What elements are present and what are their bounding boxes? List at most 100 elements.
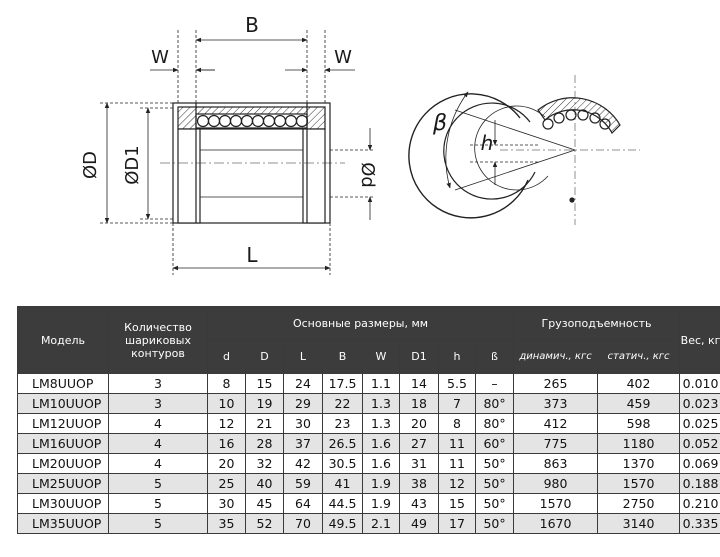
table-cell: 43 <box>399 493 439 514</box>
table-cell: 42 <box>283 453 323 474</box>
header-D: D <box>245 339 284 374</box>
table-cell: 60° <box>474 433 515 454</box>
label-B: B <box>245 13 259 37</box>
table-cell: 38 <box>399 473 439 494</box>
table-cell: 11 <box>438 453 476 474</box>
header-beta: ß <box>474 339 515 374</box>
cell-model: LM16UUOP <box>17 433 109 454</box>
label-W-left: W <box>151 47 169 68</box>
header-D1: D1 <box>399 339 439 374</box>
table-cell: 28 <box>245 433 284 454</box>
table-cell: 5 <box>108 513 208 534</box>
header-h: h <box>438 339 476 374</box>
header-W: W <box>362 339 400 374</box>
table-cell: 15 <box>245 373 284 394</box>
table-cell: 1.1 <box>362 373 400 394</box>
table-cell: 598 <box>597 413 681 434</box>
cell-model: LM30UUOP <box>17 493 109 514</box>
table-cell: 30 <box>207 493 246 514</box>
table-cell: 64 <box>283 493 323 514</box>
label-L: L <box>246 243 258 267</box>
end-view <box>408 75 640 225</box>
header-weight: Вес, кг <box>679 306 720 374</box>
table-cell: 40 <box>245 473 284 494</box>
table-cell: 14 <box>399 373 439 394</box>
table-cell: 44.5 <box>322 493 363 514</box>
header-dynamic: динамич., кгс <box>513 339 599 374</box>
table-cell: 3 <box>108 373 208 394</box>
table-cell: 4 <box>108 453 208 474</box>
table-cell: 10 <box>207 393 246 414</box>
table-cell: 23 <box>322 413 363 434</box>
table-cell: 1670 <box>513 513 599 534</box>
table-cell: 17.5 <box>322 373 363 394</box>
table-cell: 1.9 <box>362 493 400 514</box>
table-cell: 1570 <box>513 493 599 514</box>
table-cell: 5 <box>108 473 208 494</box>
table-cell: 0.023 <box>679 393 720 414</box>
table-cell: 775 <box>513 433 599 454</box>
header-dimensions: Основные размеры, мм <box>206 306 515 340</box>
table-cell: 19 <box>245 393 284 414</box>
table-cell: 0.335 <box>679 513 720 534</box>
header-d: d <box>207 339 246 374</box>
cell-model: LM35UUOP <box>17 513 109 534</box>
cell-model: LM8UUOP <box>17 373 109 394</box>
table-cell: 21 <box>245 413 284 434</box>
table-cell: 11 <box>438 433 476 454</box>
table-cell: 32 <box>245 453 284 474</box>
table-cell: 373 <box>513 393 599 414</box>
table-cell: 1180 <box>597 433 681 454</box>
table-cell: 1.3 <box>362 393 400 414</box>
table-cell: 35 <box>207 513 246 534</box>
table-cell: 3140 <box>597 513 681 534</box>
table-cell: 50° <box>474 493 515 514</box>
table-cell: 412 <box>513 413 599 434</box>
table-cell: 80° <box>474 393 515 414</box>
table-cell: 1570 <box>597 473 681 494</box>
side-view <box>160 102 345 224</box>
label-d: Ød <box>357 162 378 188</box>
cell-model: LM25UUOP <box>17 473 109 494</box>
table-cell: – <box>474 373 515 394</box>
label-h: h <box>481 131 494 155</box>
table-cell: 0.025 <box>679 413 720 434</box>
table-cell: 49.5 <box>322 513 363 534</box>
table-cell: 0.188 <box>679 473 720 494</box>
cell-model: LM20UUOP <box>17 453 109 474</box>
table-cell: 980 <box>513 473 599 494</box>
table-cell: 20 <box>399 413 439 434</box>
table-cell: 26.5 <box>322 433 363 454</box>
table-cell: 37 <box>283 433 323 454</box>
table-cell: 52 <box>245 513 284 534</box>
table-cell: 1.9 <box>362 473 400 494</box>
table-cell: 402 <box>597 373 681 394</box>
table-cell: 5.5 <box>438 373 476 394</box>
bearing-technical-drawing: B W W ØD ØD1 Ød L β h <box>80 13 640 275</box>
end-view-balls <box>542 109 611 130</box>
table-cell: 30 <box>283 413 323 434</box>
header-load: Грузоподъемность <box>513 306 681 340</box>
table-cell: 12 <box>438 473 476 494</box>
table-cell: 16 <box>207 433 246 454</box>
table-cell: 45 <box>245 493 284 514</box>
table-cell: 459 <box>597 393 681 414</box>
header-model: Модель <box>17 306 109 374</box>
table-cell: 59 <box>283 473 323 494</box>
table-cell: 15 <box>438 493 476 514</box>
table-cell: 1.6 <box>362 453 400 474</box>
table-cell: 1370 <box>597 453 681 474</box>
table-cell: 0.210 <box>679 493 720 514</box>
header-circuits: Количество шариковых контуров <box>108 306 208 374</box>
table-cell: 0.052 <box>679 433 720 454</box>
table-cell: 17 <box>438 513 476 534</box>
table-cell: 8 <box>207 373 246 394</box>
table-cell: 22 <box>322 393 363 414</box>
